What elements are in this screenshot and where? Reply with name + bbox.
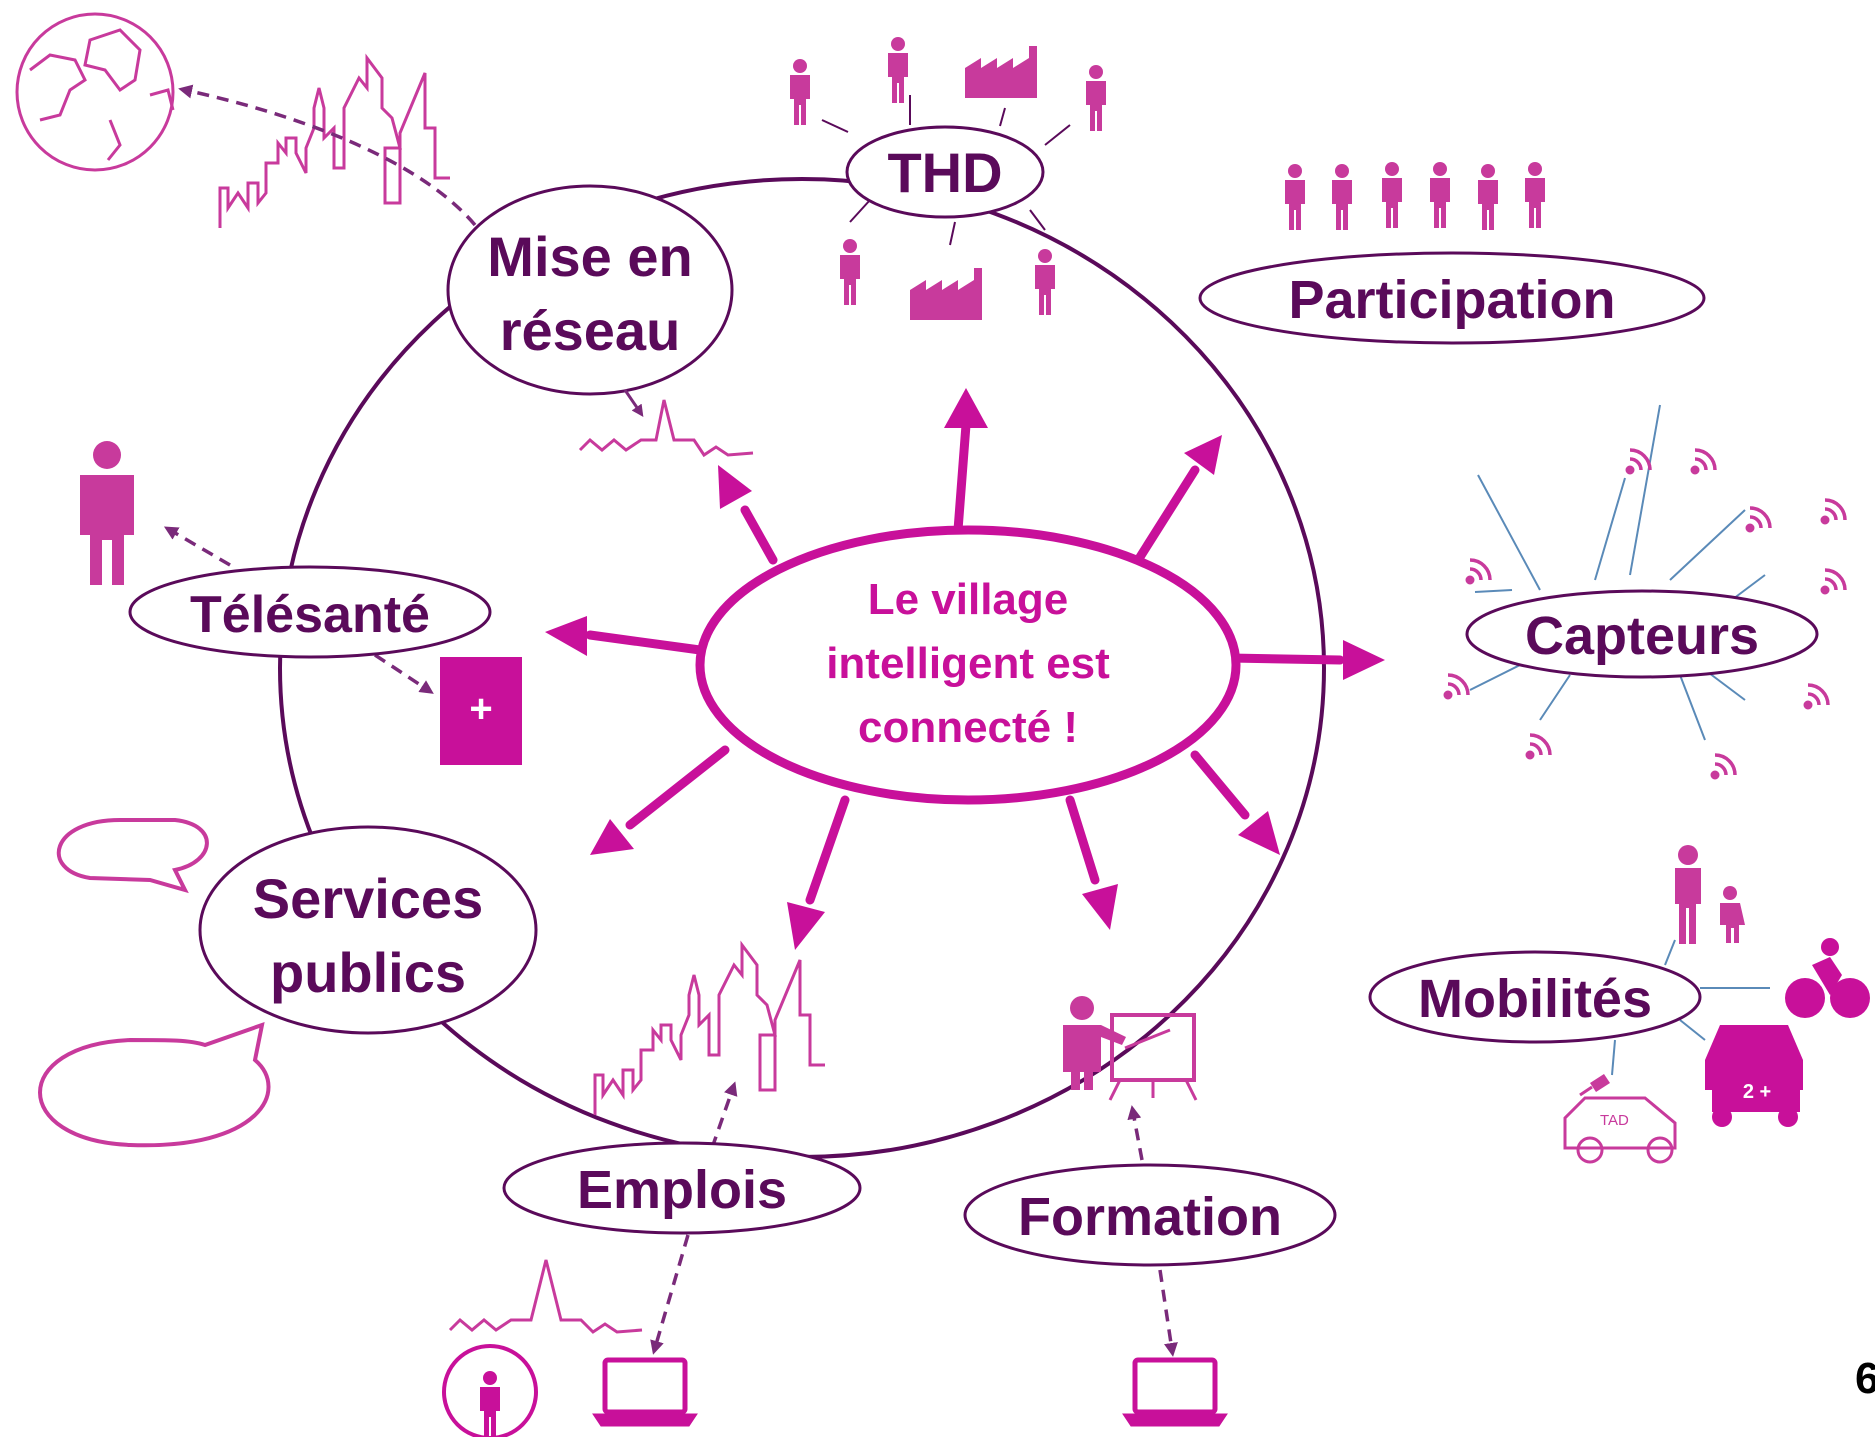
telesante-arrow-up (163, 526, 231, 567)
signal-line-bottom (448, 1259, 643, 1334)
carpool-car-icon (1705, 1025, 1803, 1127)
page-number: 6 (1855, 1354, 1875, 1403)
telesante-arrow-down (374, 653, 434, 694)
ev-plug-icon (1579, 1074, 1610, 1097)
capteurs-node[interactable] (1465, 589, 1819, 679)
formation-node[interactable] (963, 1163, 1337, 1267)
services-publics-label-2: publics (270, 941, 466, 1004)
sensor-lines (1469, 404, 1766, 741)
laptop-icon-formation (1123, 1360, 1227, 1426)
capteurs-label: Capteurs (1525, 606, 1759, 666)
center-line-3: connecté ! (858, 703, 1078, 752)
globe-link-arrow (178, 84, 477, 227)
speech-bubble-top (56, 818, 209, 894)
tad-car-icon (1563, 1096, 1677, 1164)
person-circle-icon (442, 1344, 538, 1437)
speech-bubble-bottom (38, 1021, 271, 1148)
telesante-person-icon (80, 441, 134, 585)
services-publics-node[interactable] (198, 825, 538, 1035)
formation-label: Formation (1018, 1187, 1282, 1247)
thd-cluster-icons (821, 95, 1071, 246)
mise-arrow-down (623, 389, 644, 417)
center-line-1: Le village (868, 575, 1069, 624)
telesante-node[interactable] (128, 565, 492, 659)
mise-en-reseau-label-1: Mise en (487, 225, 692, 288)
formation-arrow-down (1158, 1269, 1178, 1357)
laptop-icon-emplois (593, 1360, 697, 1426)
signal-line-mid (578, 399, 754, 458)
bicycle-icon (1785, 938, 1870, 1018)
telesante-label: Télésanté (190, 586, 430, 644)
mobilites-label: Mobilités (1418, 969, 1652, 1029)
mobilites-lines (1611, 939, 1770, 1076)
participation-label: Participation (1288, 270, 1615, 330)
emplois-node[interactable] (502, 1141, 862, 1235)
carpool-label: 2 + (1743, 1081, 1771, 1103)
medical-plus-icon (440, 657, 522, 765)
mise-en-reseau-label-2: réseau (500, 299, 681, 362)
skyline-bottom (593, 940, 825, 1115)
center-ellipse (695, 525, 1241, 805)
skyline-top-left (218, 53, 450, 228)
globe-icon (15, 12, 175, 172)
tad-label: TAD (1600, 1112, 1629, 1129)
mobilites-node[interactable] (1368, 950, 1702, 1044)
services-publics-label-1: Services (253, 867, 483, 930)
presenter-icon (1063, 996, 1198, 1101)
participation-node[interactable] (1198, 251, 1706, 345)
thd-label: THD (887, 141, 1002, 204)
adult-child-icon (1675, 845, 1745, 944)
center-arrows (545, 388, 1385, 950)
formation-arrow-up (1127, 1105, 1144, 1161)
emplois-arrow-down (650, 1234, 690, 1355)
medical-plus-glyph: + (469, 687, 492, 731)
thd-node[interactable] (845, 125, 1045, 219)
participation-people-icons (1285, 162, 1545, 230)
center-line-2: intelligent est (826, 639, 1110, 688)
emplois-label: Emplois (577, 1160, 787, 1220)
mise-en-reseau-node[interactable] (446, 184, 734, 396)
emplois-arrow-up (710, 1081, 738, 1149)
